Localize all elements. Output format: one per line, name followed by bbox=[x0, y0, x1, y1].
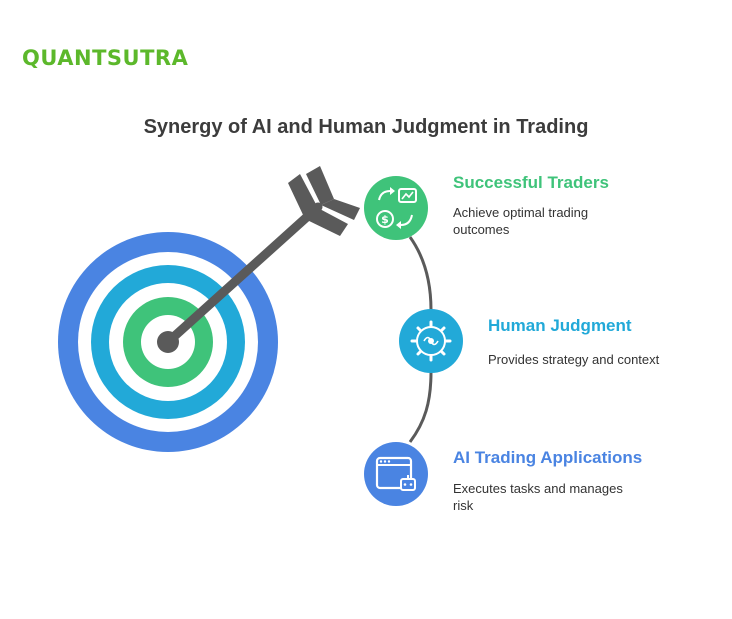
trading-exchange-icon: $ bbox=[364, 176, 428, 240]
step-3-title: AI Trading Applications bbox=[453, 448, 643, 467]
svg-text:$: $ bbox=[381, 213, 389, 226]
step-2-description: Provides strategy and context bbox=[488, 352, 660, 367]
step-1-circle bbox=[364, 176, 428, 240]
page-title: Synergy of AI and Human Judgment in Trad… bbox=[143, 116, 589, 138]
arrow-icon bbox=[157, 166, 360, 353]
step-3-circle bbox=[364, 442, 428, 506]
robot-window-icon bbox=[364, 442, 428, 506]
step-3-description: Executes tasks and manages risk bbox=[453, 481, 623, 513]
brain-gear-icon bbox=[399, 309, 463, 373]
quantsutra-logo: QUANTSUTRA bbox=[22, 46, 189, 70]
connector-curve bbox=[408, 236, 433, 443]
step-1-title: Successful Traders bbox=[453, 173, 609, 192]
step-2-title: Human Judgment bbox=[488, 316, 632, 335]
step-1-description: Achieve optimal trading outcomes bbox=[453, 205, 589, 237]
